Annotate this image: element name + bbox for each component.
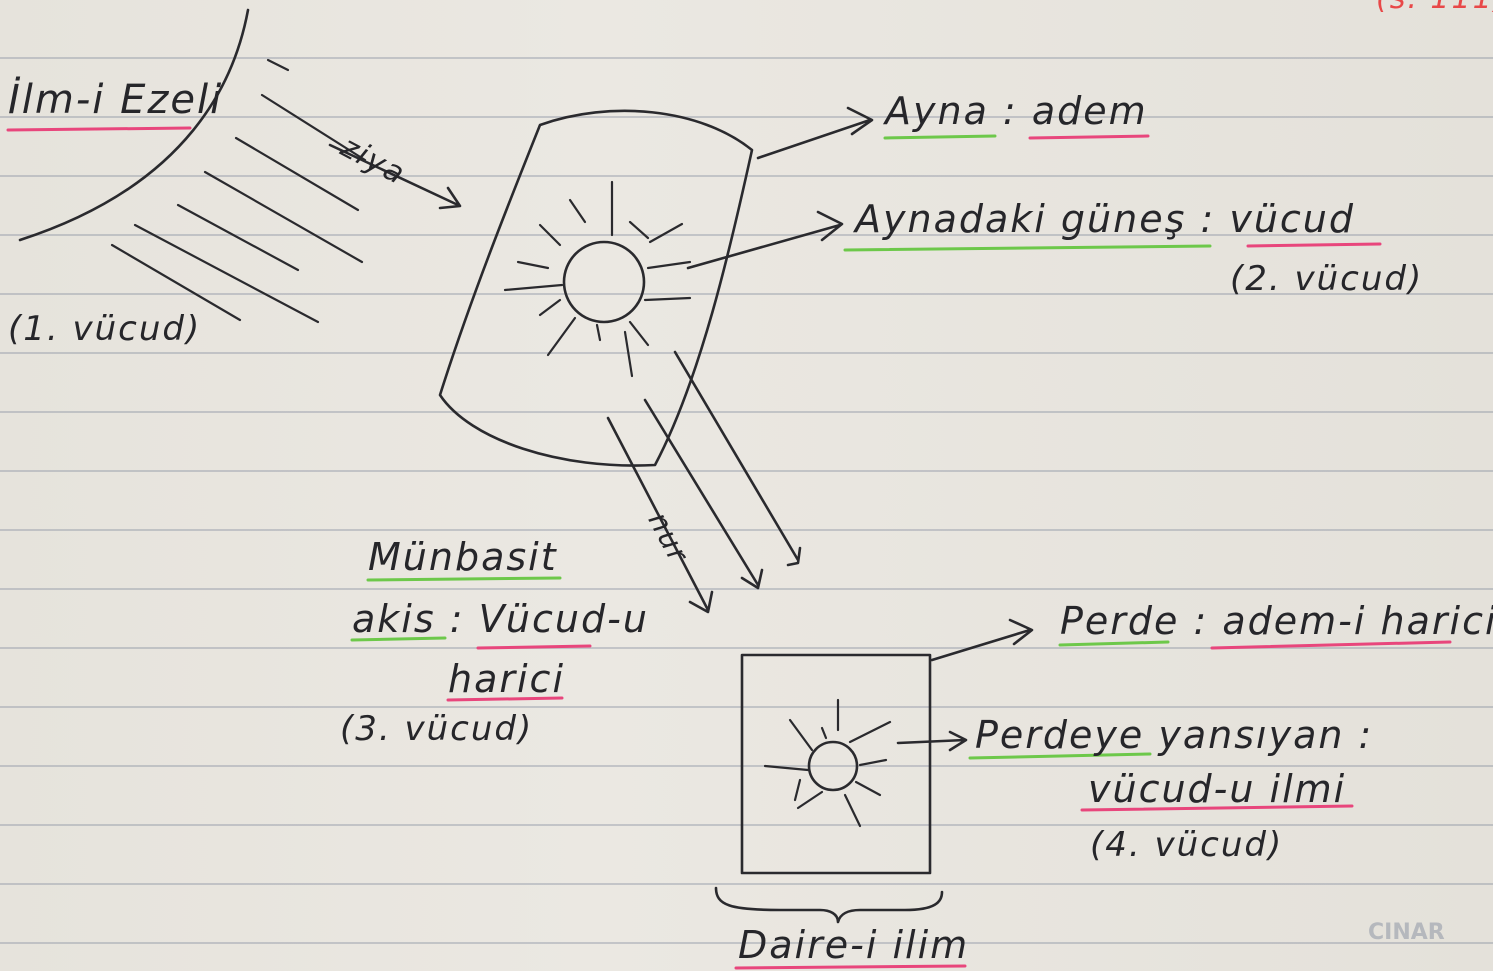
label-daire-ilim: Daire-i ilim [738,926,969,964]
label-vucud-4: (4. vücud) [1090,828,1283,862]
nur-rays [608,352,800,612]
screen-sun-icon [765,700,890,826]
ayna-arrow [758,108,872,158]
mirror-shape [440,111,752,466]
label-aynadaki-gunes: Aynadaki güneş : vücud [855,200,1355,238]
label-munbasit-2: akis : Vücud-u [352,600,649,638]
ilmi-ezeli-arc [20,10,248,240]
label-vucud-2: (2. vücud) [1230,262,1423,296]
label-perde-adem: Perde : adem-i harici [1060,602,1493,640]
daire-ilim-brace [716,888,942,922]
label-vucud-1: (1. vücud) [8,312,201,346]
label-perdeye-yansiyan: Perdeye yansıyan : [975,716,1373,754]
perde-arrow [932,620,1032,660]
label-munbasit-1: Münbasit [368,538,558,576]
mirror-sun-icon [505,182,690,376]
label-ayna-adem: Ayna : adem [885,92,1148,130]
label-ilmi-ezeli: İlm-i Ezeli [8,80,223,120]
aynadaki-gunes-arrow [688,212,842,268]
label-vucud-3: (3. vücud) [340,712,533,746]
corner-page-note: (s. 111) [1376,0,1493,14]
perdeye-yansiyan-arrow [898,732,966,750]
screen-rect [742,655,930,873]
label-vucudu-ilmi: vücud-u ilmi [1088,770,1346,808]
watermark-logo: CINAR [1368,922,1445,944]
label-munbasit-3: harici [448,660,565,698]
